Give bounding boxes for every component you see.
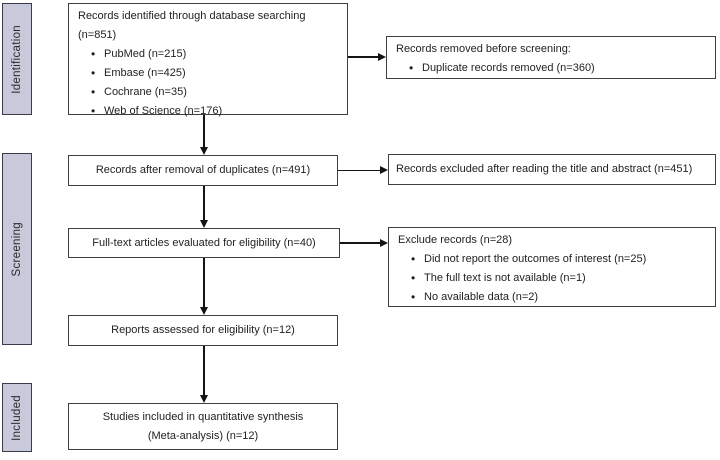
box-reports-assessed-text: Reports assessed for eligibility (n=12) [111, 324, 295, 336]
box-studies-included-line2: (Meta-analysis) (n=12) [147, 429, 259, 442]
list-item: No available data (n=2) [410, 288, 707, 307]
connector-afterdup-to-excluded [338, 169, 380, 171]
list-item: Cochrane (n=35) [90, 83, 339, 102]
list-item: Duplicate records removed (n=360) [408, 59, 707, 78]
box-records-removed-title: Records removed before screening: [396, 43, 571, 55]
connector-identified-to-removed [348, 56, 378, 58]
list-item: PubMed (n=215) [90, 45, 339, 64]
list-item: Web of Science (n=176) [90, 102, 339, 121]
box-records-excluded-title-abstract: Records excluded after reading the title… [388, 154, 716, 185]
box-records-identified-list: PubMed (n=215) Embase (n=425) Cochrane (… [90, 45, 339, 121]
box-records-after-duplicates-text: Records after removal of duplicates (n=4… [95, 164, 311, 176]
list-item: Did not report the outcomes of interest … [410, 250, 707, 269]
stage-label-included: Included [2, 383, 32, 452]
arrowhead-right-icon [380, 165, 388, 174]
stage-label-screening: Screening [2, 153, 32, 345]
connector-reports-to-included [203, 346, 205, 395]
arrowhead-down-icon [199, 395, 208, 403]
connector-fulltext-to-reports [203, 258, 205, 307]
connector-fulltext-to-exclude [340, 242, 380, 244]
connector-afterdup-to-fulltext [203, 186, 205, 220]
list-item: Embase (n=425) [90, 64, 339, 83]
box-studies-included-line1: Studies included in quantitative synthes… [102, 410, 304, 423]
box-exclude-records: Exclude records (n=28) Did not report th… [388, 227, 716, 307]
arrowhead-down-icon [199, 307, 208, 315]
arrowhead-down-icon [199, 147, 208, 155]
box-records-removed-before-screening: Records removed before screening: Duplic… [386, 36, 716, 79]
stage-label-screening-text: Screening [11, 221, 23, 277]
box-reports-assessed: Reports assessed for eligibility (n=12) [68, 315, 338, 346]
list-item: The full text is not available (n=1) [410, 269, 707, 288]
box-exclude-records-title: Exclude records (n=28) [398, 234, 513, 246]
box-exclude-records-list: Did not report the outcomes of interest … [410, 250, 707, 307]
stage-label-identification: Identification [2, 3, 32, 115]
box-studies-included: Studies included in quantitative synthes… [68, 403, 338, 450]
stage-label-included-text: Included [11, 394, 23, 441]
box-records-identified: Records identified through database sear… [68, 3, 348, 121]
connector-identified-to-afterdup [203, 115, 205, 147]
box-records-after-duplicates: Records after removal of duplicates (n=4… [68, 155, 338, 186]
box-records-excluded-title-abstract-text: Records excluded after reading the title… [396, 163, 693, 175]
arrowhead-right-icon [378, 52, 386, 61]
box-fulltext-evaluated-text: Full-text articles evaluated for eligibi… [92, 236, 316, 249]
box-fulltext-evaluated: Full-text articles evaluated for eligibi… [68, 228, 340, 258]
box-records-identified-title: Records identified through database sear… [78, 10, 306, 41]
arrowhead-down-icon [199, 220, 208, 228]
arrowhead-right-icon [380, 238, 388, 247]
box-records-removed-list: Duplicate records removed (n=360) [408, 59, 707, 78]
stage-label-identification-text: Identification [11, 24, 23, 94]
